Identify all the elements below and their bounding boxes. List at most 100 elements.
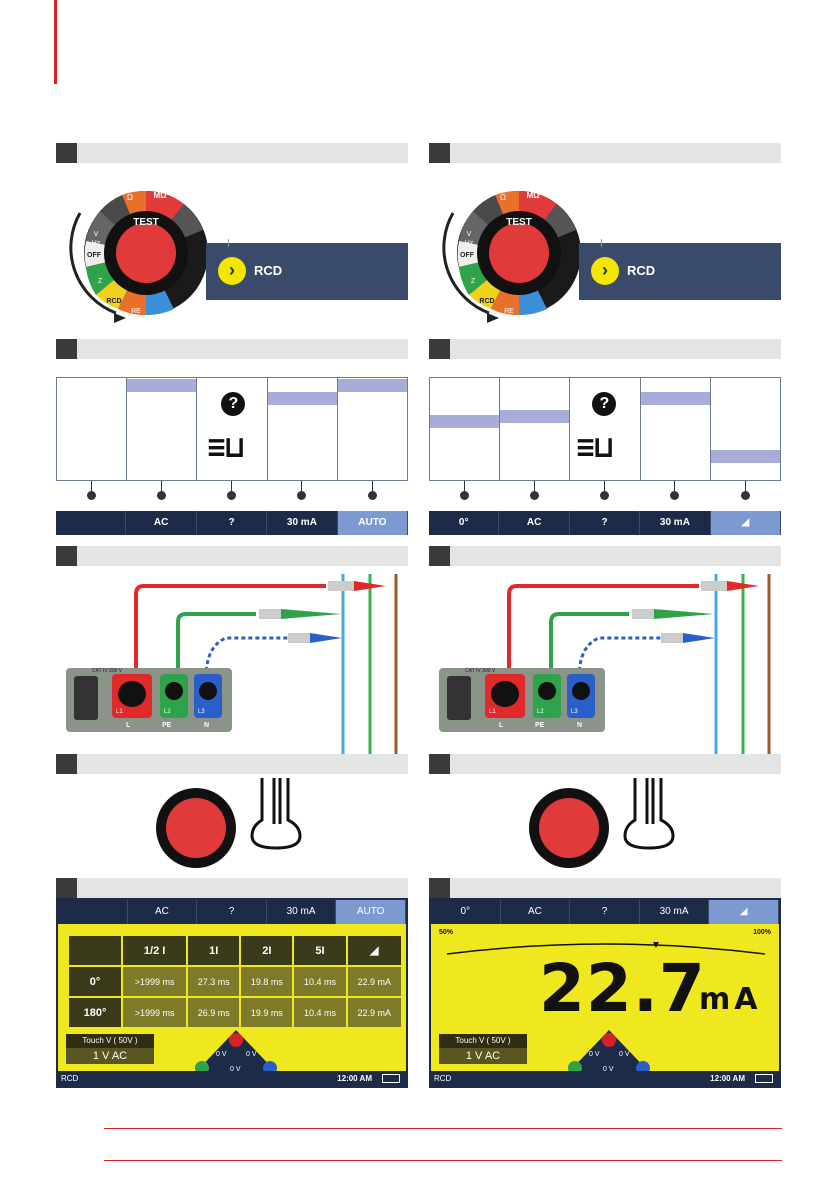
test-button-graphic (529, 778, 675, 868)
voltage-l-n: 0 V (246, 1051, 257, 1058)
step-header (429, 878, 781, 898)
ramp-icon: ◢ (345, 934, 403, 967)
selected-function: RCD (254, 263, 283, 278)
table-cell: 10.4 ms (292, 996, 348, 1029)
terminal-l3: L3 (198, 709, 205, 715)
dial-position-rcd: RCD (479, 298, 494, 305)
terminal-l1: L1 (116, 709, 123, 715)
table-cell: 10.4 ms (292, 965, 348, 998)
terminal-l2: L2 (537, 709, 544, 715)
footer-rule (104, 1128, 782, 1129)
softkey-1[interactable] (56, 511, 127, 535)
left-procedure: TEST MΩ Ω Hz V OFF Z RCD RE › RCD ? ≡⊔ (56, 143, 409, 1088)
softkey-5-ramp[interactable]: ◢ (710, 511, 782, 535)
dial-graphic: TEST MΩ Ω Hz V OFF Z RCD RE (442, 190, 581, 323)
screen-softkey-2: AC (128, 900, 198, 924)
softkey-4[interactable]: 30 mA (640, 511, 711, 535)
dial-position-v: V (94, 231, 99, 238)
softkey-3[interactable]: ? (570, 511, 641, 535)
scale-min: 50% (439, 929, 454, 936)
touch-voltage: Touch V ( 50V ) 1 V AC (439, 1034, 527, 1064)
status-bar: RCD 12:00 AM (431, 1071, 779, 1086)
step-header (56, 339, 408, 359)
main-reading: 22.7 (539, 950, 706, 1027)
step-header (429, 339, 781, 359)
help-icon: ? (592, 392, 617, 416)
screen-softkey-5-ramp: ◢ (709, 900, 779, 924)
screen-softkey-4: 30 mA (640, 900, 710, 924)
touch-voltage-value: 1 V AC (66, 1048, 154, 1064)
table-cell: 22.9 mA (345, 965, 403, 998)
terminal-label-l: L (126, 722, 131, 729)
dial-position-z: Z (471, 278, 476, 285)
terminal-label-pe: PE (535, 722, 545, 729)
table-cell: 22.9 mA (345, 996, 403, 1029)
softkey-connectors (429, 481, 781, 511)
selected-function: RCD (627, 263, 656, 278)
softkey-1[interactable]: 0° (429, 511, 500, 535)
chevron-right-icon: › (218, 257, 246, 285)
screen-softkey-bar: AC ? 30 mA AUTO (58, 900, 406, 924)
option-panel (57, 378, 128, 480)
dial-position-hz: Hz (465, 240, 474, 247)
touch-voltage-label: Touch V ( 50V ) (439, 1034, 527, 1048)
terminal-label-n: N (577, 722, 582, 729)
step-header (429, 546, 781, 566)
dial-position-v: V (467, 231, 472, 238)
wiring-diagram: L1 L2 L3 L PE N CAT IV 300 V (429, 566, 781, 754)
table-header: 2I (239, 934, 295, 967)
voltage-l-pe: 0 V (589, 1051, 600, 1058)
softkey-5[interactable]: AUTO (337, 511, 409, 535)
battery-icon (755, 1074, 773, 1083)
voltage-pe-n: 0 V (603, 1066, 614, 1073)
touch-voltage-value: 1 V AC (439, 1048, 527, 1064)
dial-knob-label: TEST (133, 217, 159, 228)
results-table: 1/2 I 1I 2I 5I ◢ 0° >1999 ms 27.3 ms 19.… (67, 934, 403, 1029)
dial-graphic: TEST MΩ Ω Hz V OFF Z RCD RE (69, 190, 208, 323)
softkey-bar: AC ? 30 mA AUTO (56, 511, 409, 535)
screen-softkey-3: ? (570, 900, 640, 924)
option-panel (710, 378, 781, 480)
table-header: 5I (292, 934, 348, 967)
status-time: 12:00 AM (710, 1074, 745, 1083)
status-mode: RCD (61, 1074, 79, 1083)
softkey-2[interactable]: AC (126, 511, 197, 535)
terminal-l2: L2 (164, 709, 171, 715)
save-icon: ≡⊔ (207, 430, 244, 465)
option-panel-help: ? ≡⊔ (570, 378, 641, 480)
wiring-graphic: L1 L2 L3 L PE N CAT IV 300 V (439, 574, 771, 754)
table-row: 0° >1999 ms 27.3 ms 19.8 ms 10.4 ms 22.9… (67, 965, 403, 998)
softkey-2[interactable]: AC (499, 511, 570, 535)
scale-max: 100% (753, 929, 771, 936)
screen-softkey-1 (58, 900, 128, 924)
chevron-right-icon: › (591, 257, 619, 285)
dial-position-off: OFF (87, 252, 102, 259)
result-screen-table: AC ? 30 mA AUTO 1/2 I 1I 2I 5I ◢ 0° >199… (56, 898, 408, 1088)
screen-softkey-4: 30 mA (267, 900, 337, 924)
adapter-cat-rating: CAT IV 300 V (465, 668, 496, 674)
step-header (56, 878, 408, 898)
dial-position-re: RE (504, 308, 514, 315)
screen-softkey-3: ? (197, 900, 267, 924)
dial-position-mohm: MΩ (526, 191, 540, 200)
rotary-dial: TEST MΩ Ω Hz V OFF Z RCD RE › RCD (429, 163, 781, 339)
table-cell: >1999 ms (120, 965, 189, 998)
analog-scale (446, 942, 766, 955)
softkey-bar: 0° AC ? 30 mA ◢ (429, 511, 782, 535)
terminal-label-l: L (499, 722, 504, 729)
softkey-3[interactable]: ? (197, 511, 268, 535)
voltage-pe-n: 0 V (230, 1066, 241, 1073)
result-screen-reading: 0° AC ? 30 mA ◢ 50% 100% 22.7 mA Touch V… (429, 898, 781, 1088)
wiring-graphic: L1 L2 L3 L PE N CAT IV 300 V (66, 574, 398, 754)
softkey-4[interactable]: 30 mA (267, 511, 338, 535)
table-cell: 19.9 ms (239, 996, 295, 1029)
table-header: 1/2 I (120, 934, 189, 967)
terminal-label-n: N (204, 722, 209, 729)
option-panel (640, 378, 711, 480)
step-header (56, 754, 408, 774)
battery-icon (382, 1074, 400, 1083)
dial-position-ohm: Ω (127, 193, 133, 202)
screen-softkey-2: AC (501, 900, 571, 924)
dial-position-re: RE (131, 308, 141, 315)
screen-softkey-bar: 0° AC ? 30 mA ◢ (431, 900, 779, 924)
